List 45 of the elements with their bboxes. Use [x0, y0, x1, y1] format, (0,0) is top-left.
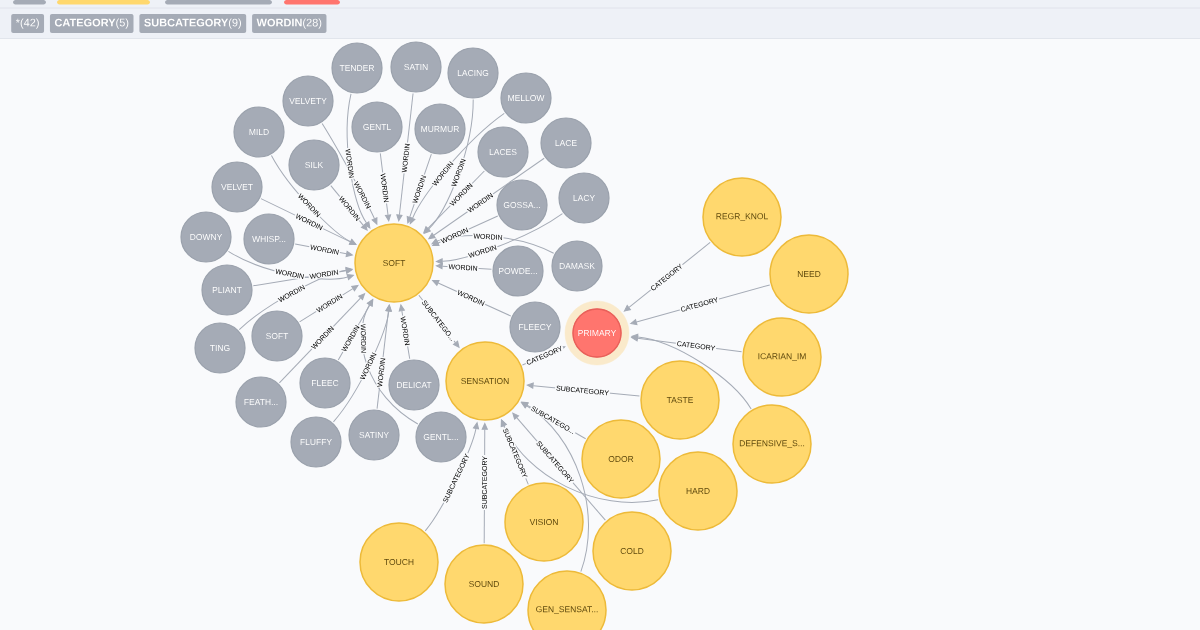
arrow [521, 402, 589, 573]
filter-pill: WORDIN(28) [252, 14, 327, 33]
graph-node: VELVET [211, 161, 263, 213]
graph-node: COLD [592, 511, 672, 591]
graph-node: GOSSA... [496, 179, 548, 231]
graph-node: DOWNY [180, 211, 232, 263]
graph-node: PLIANT [201, 264, 253, 316]
graph-node: FLUFFY [290, 416, 342, 468]
graph-node: MELLOW [500, 72, 552, 124]
filter-pill: CATEGORY(5) [49, 14, 134, 33]
graph-node: TING [194, 322, 246, 374]
graph-node: SOUND [444, 544, 524, 624]
graph-node: MILD [233, 106, 285, 158]
graph-node: DEFENSIVE_S... [732, 404, 812, 484]
graph-node: LACE [540, 117, 592, 169]
graph-node: VELVETY [282, 75, 334, 127]
graph-node: SOFT [251, 310, 303, 362]
graph-node: TOUCH [359, 522, 439, 602]
graph-node: LACY [558, 172, 610, 224]
graph-node: LACES [477, 126, 529, 178]
graph-node: HARD [658, 451, 738, 531]
graph-node: REGR_KNOL [702, 177, 782, 257]
graph-node: PRIMARY [564, 300, 630, 366]
graph-node: SATINY [348, 409, 400, 461]
graph-node: SATIN [390, 41, 442, 93]
graph-node: NEED [769, 234, 849, 314]
graph-node: TASTE [640, 360, 720, 440]
graph-node: ICARIAN_IM [742, 317, 822, 397]
graph-node: VISION [504, 482, 584, 562]
graph-node: FEATH... [235, 376, 287, 428]
graph-node: DELICAT [388, 359, 440, 411]
arrow [631, 333, 752, 410]
filter-pill: *(42) [11, 14, 45, 33]
graph-node: FLEEC [299, 357, 351, 409]
graph-node: TENDER [331, 42, 383, 94]
graph-node: GENTL [351, 101, 403, 153]
graph-node: DAMASK [551, 240, 603, 292]
graph-node: GEN_SENSAT... [527, 570, 607, 630]
graph-node: WHISP... [243, 213, 295, 265]
graph-node: SILK [288, 139, 340, 191]
graph-node: ODOR [581, 419, 661, 499]
graph-node: MURMUR [414, 103, 466, 155]
graph-node: LACING [447, 47, 499, 99]
graph-node: SENSATION [445, 341, 525, 421]
filter-pill: SUBCATEGORY(9) [139, 14, 247, 33]
